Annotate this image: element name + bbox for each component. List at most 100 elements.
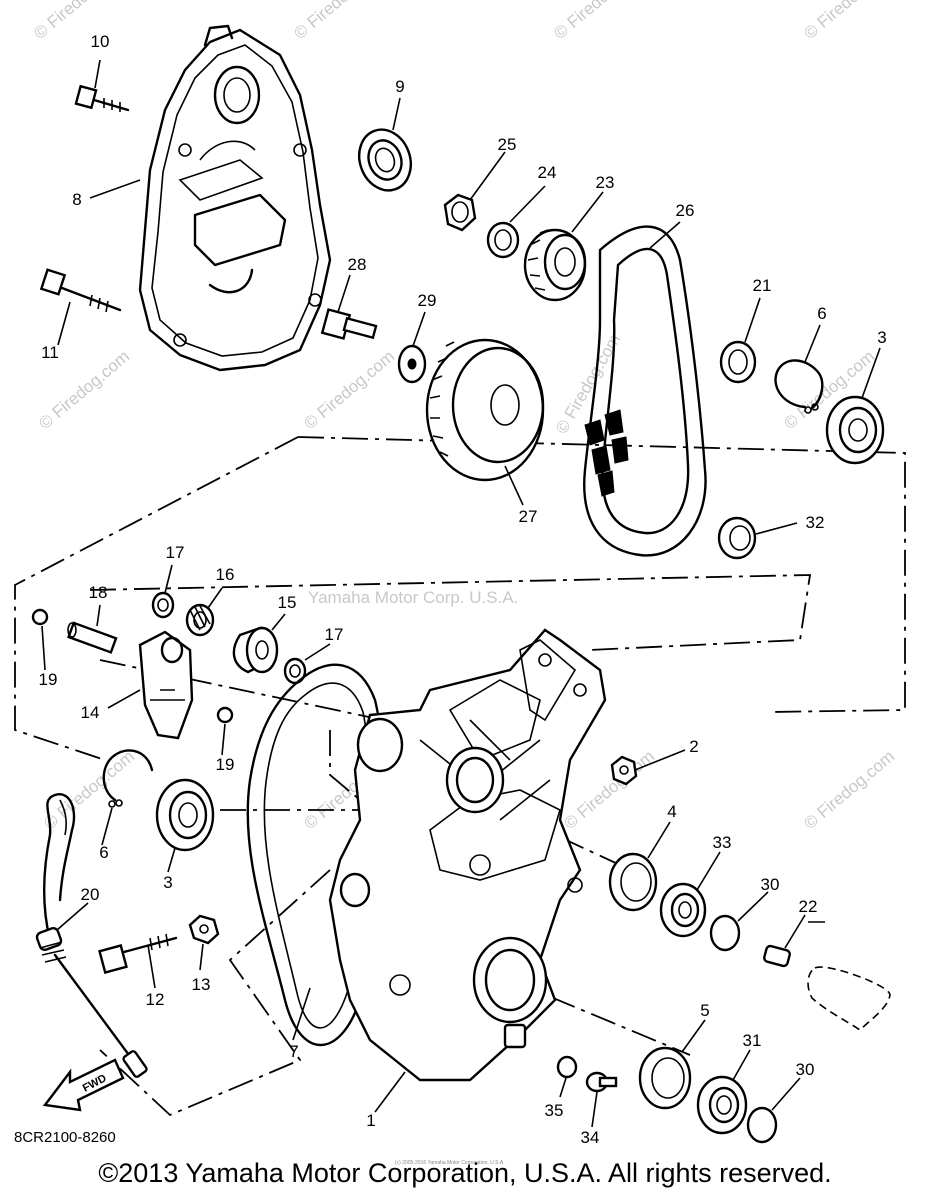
watermark-tile: © Firedog.com	[800, 0, 898, 43]
callout-numbers: 10 8 9 11 28 29 25 24 23 26 21 6 3 27 32…	[39, 32, 887, 1147]
callout-30-upper: 30	[761, 875, 780, 894]
callout-35: 35	[545, 1101, 564, 1120]
callout-31: 31	[743, 1031, 762, 1050]
callout-7: 7	[289, 1042, 298, 1061]
fwd-arrow-icon: FWD	[42, 1058, 125, 1112]
watermark-tile: © Firedog.com	[40, 747, 138, 833]
bearing-33	[659, 882, 707, 938]
clip-19-lower	[216, 706, 234, 724]
callout-30-lower: 30	[796, 1060, 815, 1079]
callout-25: 25	[498, 135, 517, 154]
callout-24: 24	[538, 163, 557, 182]
roller-15	[232, 626, 279, 674]
callout-2: 2	[689, 737, 698, 756]
needle-bearing-16	[185, 603, 215, 637]
chain-7	[246, 663, 385, 1046]
callout-23: 23	[596, 173, 615, 192]
callout-1: 1	[366, 1111, 375, 1130]
washer-29	[397, 344, 427, 384]
seal-32	[717, 516, 757, 560]
nut-13	[188, 914, 220, 945]
callout-3-lower: 3	[163, 873, 172, 892]
ref-line-lower	[99, 869, 331, 1117]
callout-32: 32	[806, 513, 825, 532]
callout-4: 4	[667, 802, 676, 821]
callout-10: 10	[91, 32, 110, 51]
dowel-22	[763, 944, 791, 968]
sprocket-27	[425, 338, 545, 482]
callout-6-upper: 6	[817, 304, 826, 323]
watermark-tile: © Firedog.com	[800, 747, 898, 833]
chain-26	[583, 225, 707, 557]
callout-27: 27	[519, 507, 538, 526]
dipstick-20	[35, 793, 148, 1078]
bearing-3-lower	[155, 778, 215, 852]
leader-lines	[41, 59, 881, 1128]
callout-29: 29	[418, 291, 437, 310]
ref-line-seal-lower	[509, 979, 691, 1056]
washer-35	[556, 1055, 578, 1079]
callout-22: 22	[799, 897, 818, 916]
callout-20: 20	[81, 885, 100, 904]
callout-18: 18	[89, 583, 108, 602]
washer-17-upper	[151, 591, 175, 619]
callout-12: 12	[146, 990, 165, 1009]
bearing-3-upper	[825, 395, 885, 465]
ref-line-upper	[297, 436, 906, 713]
watermark-tile: © Firedog.com	[290, 0, 388, 43]
ref-line-middle	[89, 574, 812, 651]
callout-6-lower: 6	[99, 843, 108, 862]
copyright-footer: ©2013 Yamaha Motor Corporation, U.S.A. A…	[98, 1158, 832, 1188]
oil-seal-4	[608, 852, 658, 912]
watermark-tile: © Firedog.com	[300, 347, 398, 433]
callout-17-lower: 17	[325, 625, 344, 644]
callout-26: 26	[676, 201, 695, 220]
pin-18	[67, 621, 118, 654]
callout-3-upper: 3	[877, 328, 886, 347]
ref-line-pin	[329, 730, 361, 801]
bolt-34	[585, 1071, 618, 1093]
callout-19-upper: 19	[39, 670, 58, 689]
washer-24	[486, 221, 520, 259]
sprocket-23	[523, 228, 587, 302]
callout-33: 33	[713, 833, 732, 852]
bearing-31	[696, 1075, 748, 1135]
callout-13: 13	[192, 975, 211, 994]
callout-17-upper: 17	[166, 543, 185, 562]
watermark-center: Yamaha Motor Corp. U.S.A.	[308, 588, 518, 607]
callout-9: 9	[395, 77, 404, 96]
chain-case-1	[328, 628, 607, 1082]
shaft-outline	[807, 966, 891, 1032]
tensioner-arm-14	[138, 630, 194, 740]
watermark-tile: © Firedog.com	[550, 0, 648, 43]
callout-5: 5	[700, 1001, 709, 1020]
callout-34: 34	[581, 1128, 600, 1147]
diagram-code: 8CR2100-8260	[14, 1129, 116, 1146]
nut-25	[443, 193, 477, 232]
callout-8: 8	[72, 190, 81, 209]
callout-19-lower: 19	[216, 755, 235, 774]
callout-14: 14	[81, 703, 100, 722]
bolt-12	[98, 933, 178, 974]
circlip-6-lower	[102, 749, 154, 808]
circlip-30-upper	[709, 914, 741, 952]
callout-16: 16	[216, 565, 235, 584]
bearing-9	[358, 128, 412, 192]
callout-11: 11	[41, 343, 59, 362]
bolt-10	[74, 84, 130, 112]
nut-2	[610, 755, 638, 786]
oil-seal-5	[638, 1046, 692, 1110]
bolt-11	[39, 268, 122, 313]
watermark-tile: © Firedog.com	[30, 0, 128, 43]
bolt-28	[320, 308, 378, 340]
callout-15: 15	[278, 593, 297, 612]
collar-21	[719, 340, 757, 384]
watermark-tile: © Firedog.com	[560, 747, 658, 833]
clip-19-upper	[31, 608, 49, 626]
circlip-6-upper	[774, 359, 824, 414]
small-copyright: (c) 2005-2016 Yamaha Motor Corporation, …	[395, 1160, 505, 1166]
chain-case-cover	[138, 24, 332, 372]
circlip-30-lower	[746, 1106, 778, 1144]
callout-28: 28	[348, 255, 367, 274]
